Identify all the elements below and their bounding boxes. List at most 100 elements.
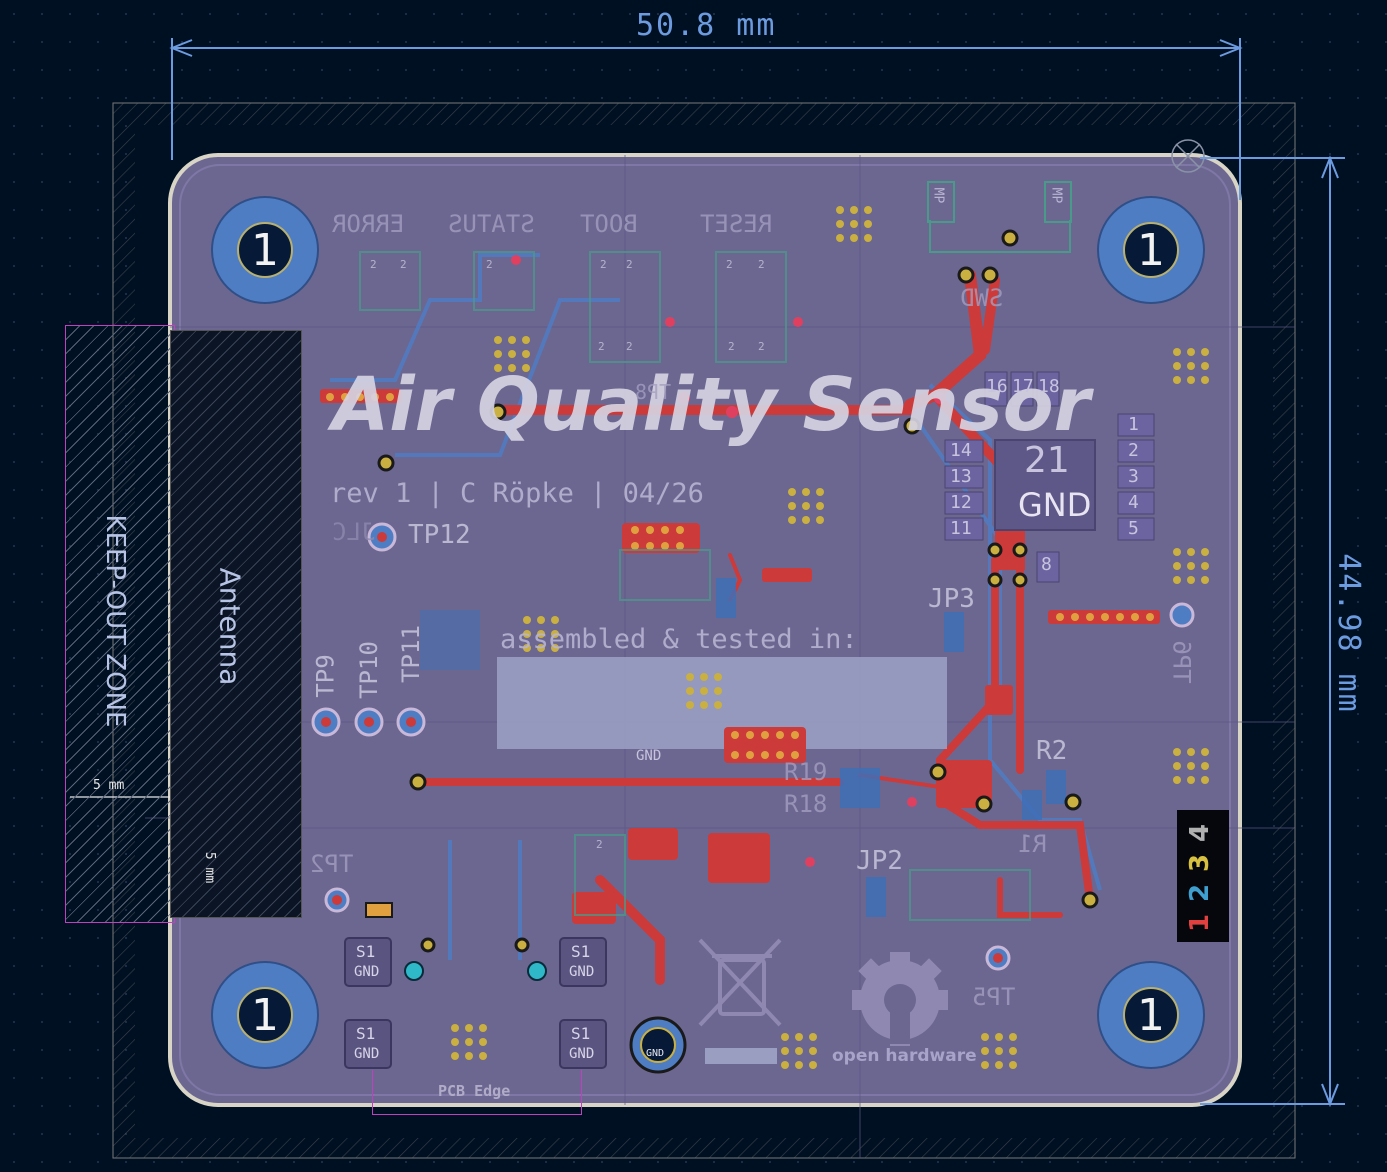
assembled-label: assembled & tested in: (500, 624, 858, 655)
fiducial-target-icon (1171, 139, 1205, 173)
mounting-hole-label: 1 (237, 222, 293, 278)
layer-4-number: 4 (1185, 823, 1216, 843)
s1-gnd-label: GND (354, 964, 380, 980)
pin-17: 17 (1012, 376, 1034, 397)
pin-14: 14 (950, 440, 972, 461)
testpoint-pads[interactable] (311, 522, 1195, 971)
swd-label: SWD (960, 284, 1004, 312)
tp8-label: TP8 (635, 380, 672, 404)
tp11-label: TP11 (396, 625, 425, 683)
tp5-label: TP5 (972, 983, 1016, 1011)
svg-text:2: 2 (758, 258, 765, 271)
pin-5: 5 (1128, 518, 1139, 539)
r19-label: R19 (784, 758, 828, 786)
weee-logo (698, 938, 782, 1027)
small-silk: 2 2 2 2 2 2 2 2 2 2 2 2 (370, 258, 765, 851)
open-hardware-label: open hardware (832, 1046, 977, 1066)
pin-8: 8 (1041, 554, 1052, 575)
svg-text:2: 2 (370, 258, 377, 271)
dimension-lines (169, 38, 1345, 1107)
pad-clusters[interactable] (320, 206, 1209, 1069)
layer-stack-indicator: 4 3 2 1 (1177, 810, 1229, 942)
svg-text:2: 2 (626, 258, 633, 271)
mp-label-left: MP (930, 187, 946, 204)
vias[interactable] (377, 229, 1099, 981)
layer-1-number: 1 (1185, 913, 1216, 933)
layer-3-number: 3 (1185, 853, 1216, 873)
jp2-label: JP2 (856, 846, 903, 876)
mounting-hole-bottom-right[interactable]: 1 (1097, 961, 1205, 1069)
mounting-hole-top-left[interactable]: 1 (211, 196, 319, 304)
mounting-hole-bottom-left[interactable]: 1 (211, 961, 319, 1069)
s1-label: S1 (571, 1024, 591, 1043)
error-led-label: ERROR (332, 210, 405, 238)
svg-text:2: 2 (626, 340, 633, 353)
gnd-via[interactable] (629, 1016, 687, 1074)
component-outlines (359, 251, 1031, 921)
r18-label: R18 (784, 790, 828, 818)
assembly-marking-area (497, 657, 947, 749)
mp-label-right: MP (1048, 187, 1064, 204)
mounting-hole-label: 1 (237, 987, 293, 1043)
width-dimension-label: 50.8 mm (636, 8, 777, 43)
s1-label: S1 (571, 942, 591, 961)
tp10-label: TP10 (354, 641, 383, 699)
keepout-width-label: 5 mm (93, 778, 125, 793)
pcb-edge-label: PCB Edge (438, 1082, 511, 1100)
blank-label-area (705, 1048, 777, 1064)
boot-button-label: BOOT (580, 210, 638, 238)
pin-12: 12 (950, 492, 972, 513)
mounting-hole-top-right[interactable]: 1 (1097, 196, 1205, 304)
u1-gnd-label: GND (1018, 486, 1092, 524)
pcb-edge-marker (372, 1070, 582, 1115)
jp3-label: JP3 (928, 584, 975, 614)
u1-footprint[interactable] (944, 371, 1155, 583)
gnd-via-label: GND (646, 1048, 665, 1059)
r2-label: R2 (1036, 736, 1068, 766)
s1-gnd-label: GND (569, 1046, 595, 1062)
pin-4: 4 (1128, 492, 1139, 513)
switch-pads[interactable] (344, 937, 607, 1069)
revision-label: rev 1 | C Röpke | 04/26 (330, 478, 704, 509)
s1-gnd-label: GND (354, 1046, 380, 1062)
svg-text:2: 2 (728, 340, 735, 353)
s1-label: S1 (356, 1024, 376, 1043)
keepout-zone (65, 325, 175, 923)
mounting-hole-label: 1 (1123, 222, 1179, 278)
svg-text:2: 2 (486, 258, 493, 271)
pin-16: 16 (986, 376, 1008, 397)
pin-13: 13 (950, 466, 972, 487)
mounting-hole-label: 1 (1123, 987, 1179, 1043)
svg-text:2: 2 (596, 838, 603, 851)
pin-2: 2 (1128, 440, 1139, 461)
gnd-pad-label: GND (636, 748, 662, 764)
pin-18: 18 (1038, 376, 1060, 397)
pin-1: 1 (1128, 414, 1139, 435)
tp9-label: TP9 (311, 654, 340, 698)
smd-pads[interactable] (420, 578, 1066, 917)
reset-button-label: RESET (700, 210, 773, 238)
tp2-label: TP2 (310, 850, 354, 878)
svg-text:2: 2 (726, 258, 733, 271)
keepout-height-label: 5 mm (202, 851, 218, 884)
tp6-label: TP6 (1167, 640, 1196, 684)
status-led-label: STATUS (448, 210, 535, 238)
svg-text:2: 2 (598, 340, 605, 353)
svg-text:2: 2 (758, 340, 765, 353)
oshw-gear-icon (852, 952, 948, 1046)
u1-pad-number: 21 (1024, 440, 1070, 481)
layer-2-number: 2 (1185, 883, 1216, 903)
svg-text:2: 2 (600, 258, 607, 271)
pin-3: 3 (1128, 466, 1139, 487)
tp12-label: TP12 (408, 520, 471, 550)
height-dimension-label: 44.98 mm (1330, 553, 1366, 714)
antenna-label: Antenna (213, 567, 247, 686)
pin-11: 11 (950, 518, 972, 539)
board-title: Air Quality Sensor (332, 362, 1091, 448)
antenna-area (170, 330, 302, 918)
svg-text:2: 2 (400, 258, 407, 271)
swd-connector[interactable] (927, 181, 1072, 253)
s1-gnd-label: GND (569, 964, 595, 980)
s1-label: S1 (356, 942, 376, 961)
